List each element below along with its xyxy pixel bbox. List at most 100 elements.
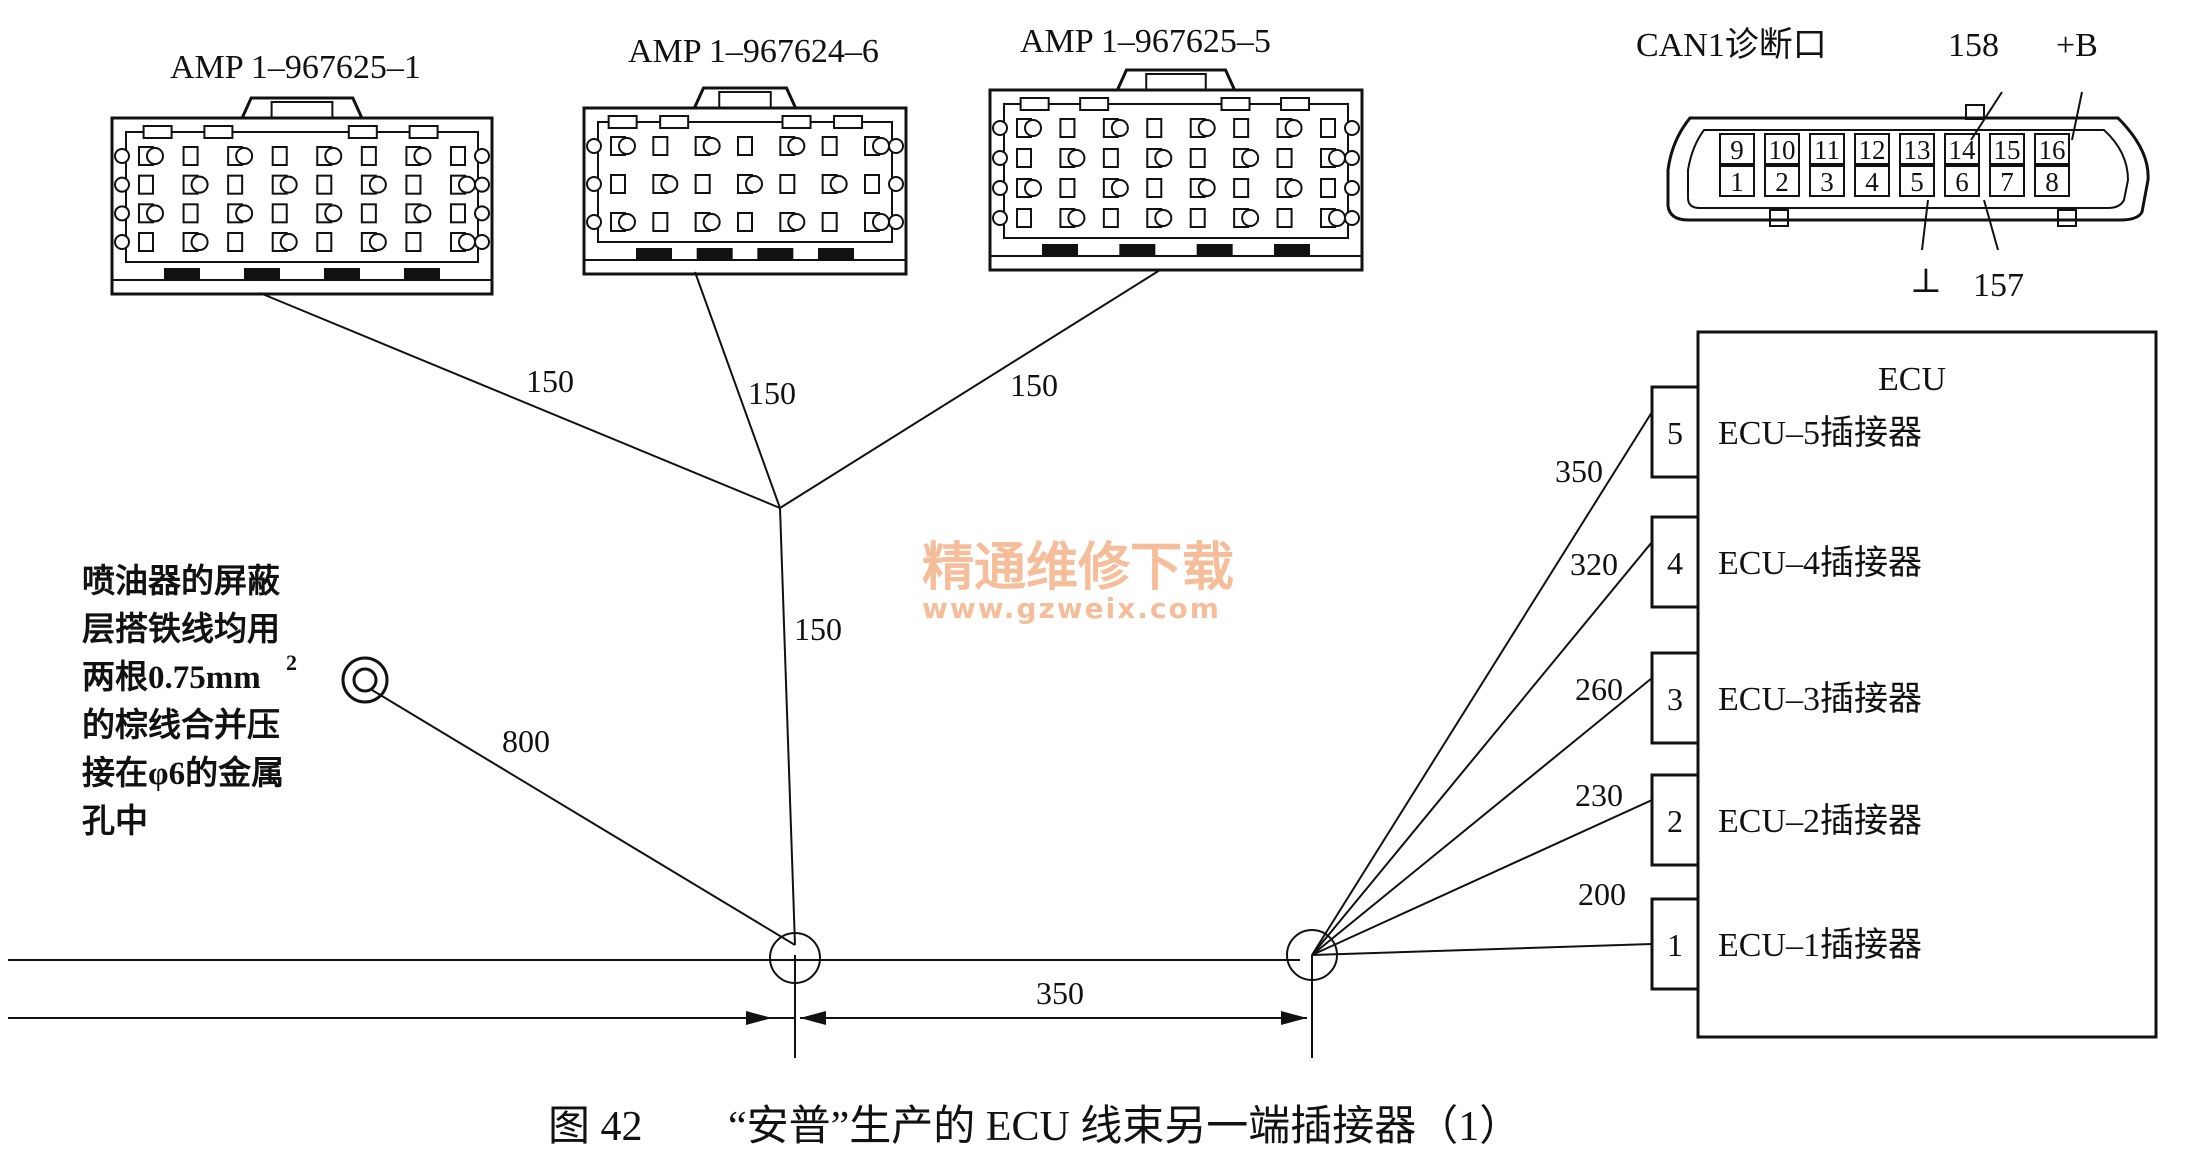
ecu-connector-label-4: ECU–4插接器 [1718,544,1922,582]
conn3-side-pin [992,210,1008,226]
branch-junction-to-trunk [779,507,796,946]
conn3-pin-cavity [1102,148,1119,168]
can-pin-bottom [1719,165,1755,197]
can-leader-ground [1921,199,1929,251]
amp-connector-3: AMP 1–967625–5 [988,23,1364,272]
branch-ground [371,689,796,946]
conn1-latch [404,268,440,280]
can-pin-label: 2 [1775,167,1789,197]
conn3-pin-cavity [1233,178,1250,198]
ground-note-line-1: 喷油器的屏蔽 [82,563,281,600]
conn3-window-3 [1280,97,1311,111]
conn3-latch [1119,244,1156,256]
ecu-branch-length-2: 230 [1575,777,1623,813]
ecu-branch-2 [1311,799,1653,956]
conn1-terminal [279,175,298,194]
conn2-terminal [787,213,806,231]
ground-note-line-5: 接在φ6的金属 [82,754,284,792]
conn2-window-2 [781,115,812,129]
conn3-pin-cavity [1233,118,1250,138]
conn2-side-pin [586,214,602,230]
watermark-url: www.gzweix.com [922,592,1221,625]
ground-eyelet [341,656,389,704]
conn3-side-pin [1344,210,1360,226]
conn3-terminal [1328,209,1346,227]
conn1-side-pin [114,148,130,164]
conn3-side-pin [1344,120,1360,136]
ecu-connector-number-3: 3 [1667,681,1683,717]
conn2-side-pin [888,176,904,192]
can-pin-label: 12 [1859,135,1886,165]
conn2-terminal [787,137,806,155]
can-pin-label: 11 [1814,135,1840,165]
conn3-pin-cavity [1016,148,1032,168]
can-pin-top [1989,133,2025,165]
conn3-pin-cavity [1189,208,1206,228]
branch-conn1 [259,292,781,509]
conn3-side-pin [992,180,1008,196]
can-pin-top [1944,133,1980,165]
conn2-terminal [618,137,636,155]
ecu-connector-port-3 [1650,651,1700,745]
can-pin-label: 7 [2000,167,2014,197]
ecu-branch-length-3: 260 [1575,671,1623,707]
conn2-side-pin [888,214,904,230]
can-pin-bottom [1944,165,1980,197]
conn3-window-0 [1019,97,1050,111]
conn2-pin-cavity [652,136,669,156]
conn1-pin-cavity [360,203,377,224]
ecu-branch-1 [1311,943,1653,956]
conn1-terminal [190,233,209,251]
ground-eyelet-inner [352,667,378,693]
conn2-terminal [618,213,636,231]
conn2-terminal [829,175,848,193]
conn3-latch [1274,244,1310,256]
length-label-junction: 150 [794,611,842,647]
ecu-connector-port-1 [1650,897,1700,991]
can-pin-top [1719,133,1755,165]
can-pin-label: 10 [1769,135,1796,165]
conn1-window-0 [142,125,173,139]
can-port-inner [1687,129,2130,209]
conn2-side-pin [888,138,904,154]
can-pin-bottom [1764,165,1800,197]
can-pin-bottom [1989,165,2025,197]
can-callout-plus-b: +B [2056,27,2098,64]
ecu-connector-port-5 [1650,385,1700,479]
conn2-window-0 [607,115,638,129]
conn1-terminal [458,233,476,251]
conn3-terminal [1197,179,1216,197]
can-port-label: CAN1诊断口 [1636,26,1827,64]
conn2-pin-cavity [864,174,880,194]
caption-text: “安普”生产的 ECU 线束另一端插接器（1） [728,1104,1521,1150]
conn1-latch [164,268,200,280]
conn3-pin-cavity [1320,178,1336,198]
conn1-terminal [413,147,432,165]
conn3-pin-cavity [1016,208,1032,228]
conn2-pin-cavity [737,212,753,232]
can-pin-label: 13 [1904,135,1931,165]
can-pin-top [1809,133,1845,165]
conn1-side-pin [474,148,490,164]
conn3-terminal [1241,209,1260,227]
conn3-terminal [1154,209,1173,227]
conn2-side-pin [586,138,602,154]
can-port-shell [1666,116,2150,222]
can-callout-ground: ⊥ [1910,263,1942,300]
ecu-connector-number-4: 4 [1667,545,1683,581]
conn3-pin-cavity [1320,118,1336,138]
conn3-terminal [1067,149,1086,167]
conn2-pin-cavity [652,212,669,232]
amp-connector-2-housing [582,86,908,276]
conn1-latch [324,268,360,280]
conn3-pin-cavity [1146,178,1163,198]
conn3-window-2 [1220,97,1251,111]
can-pin-label: 4 [1865,167,1879,197]
conn2-latch [818,248,854,260]
can-pin-label: 15 [1994,135,2021,165]
conn1-terminal [324,204,343,223]
conn2-window-3 [833,115,864,129]
conn2-pin-cavity [694,174,711,194]
conn3-pin-cavity [1276,208,1293,228]
